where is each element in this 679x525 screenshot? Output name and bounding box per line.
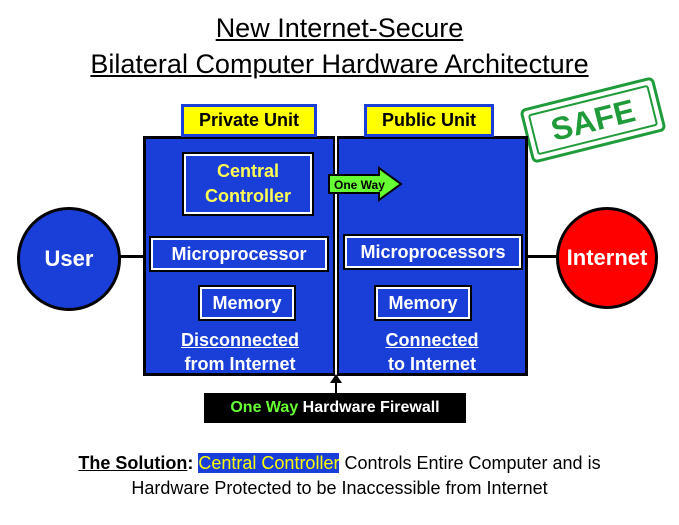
private-status-line-1: Disconnected xyxy=(180,330,300,350)
public-status-line-2: to Internet xyxy=(388,354,476,374)
one-way-arrow: One Way xyxy=(328,166,403,202)
firewall-label-prefix: One Way xyxy=(230,399,299,416)
microprocessors-box: Microprocessors xyxy=(343,234,523,270)
firewall-label-rest: Hardware Firewall xyxy=(298,399,440,416)
solution-line-2: Hardware Protected to be Inaccessible fr… xyxy=(131,478,548,498)
solution-highlight: Central Controller xyxy=(198,453,340,473)
solution-lead: The Solution xyxy=(78,453,188,473)
solution-colon: : xyxy=(187,453,199,473)
private-memory-box: Memory xyxy=(198,285,296,321)
internet-connector-line xyxy=(526,255,558,258)
one-way-arrow-label: One Way xyxy=(334,178,385,192)
public-status: Connected to Internet xyxy=(338,328,526,376)
private-unit-label: Private Unit xyxy=(181,104,317,137)
safe-stamp-text: SAFE xyxy=(547,92,639,148)
user-circle: User xyxy=(17,207,121,311)
solution-line-1: The Solution: Central Controller Control… xyxy=(0,451,679,476)
firewall-divider xyxy=(333,136,339,376)
public-unit-label: Public Unit xyxy=(364,104,494,137)
title-line-2: Bilateral Computer Hardware Architecture xyxy=(90,49,589,79)
solution-rest: Controls Entire Computer and is xyxy=(339,453,601,473)
user-connector-line xyxy=(118,255,146,258)
public-status-line-1: Connected xyxy=(385,330,479,350)
public-memory-box: Memory xyxy=(374,285,472,321)
microprocessor-box: Microprocessor xyxy=(149,236,329,272)
central-controller-box: Central Controller xyxy=(182,152,314,216)
internet-circle: Internet xyxy=(556,207,658,309)
firewall-pointer-arrow xyxy=(330,374,342,396)
central-controller-line-2: Controller xyxy=(204,186,291,206)
firewall-label: One Way Hardware Firewall xyxy=(204,393,466,423)
private-status: Disconnected from Internet xyxy=(146,328,334,376)
title-line-1: New Internet-Secure xyxy=(215,13,464,43)
private-status-line-2: from Internet xyxy=(184,354,296,374)
safe-stamp: SAFE xyxy=(519,76,667,164)
central-controller-line-1: Central xyxy=(216,161,279,181)
